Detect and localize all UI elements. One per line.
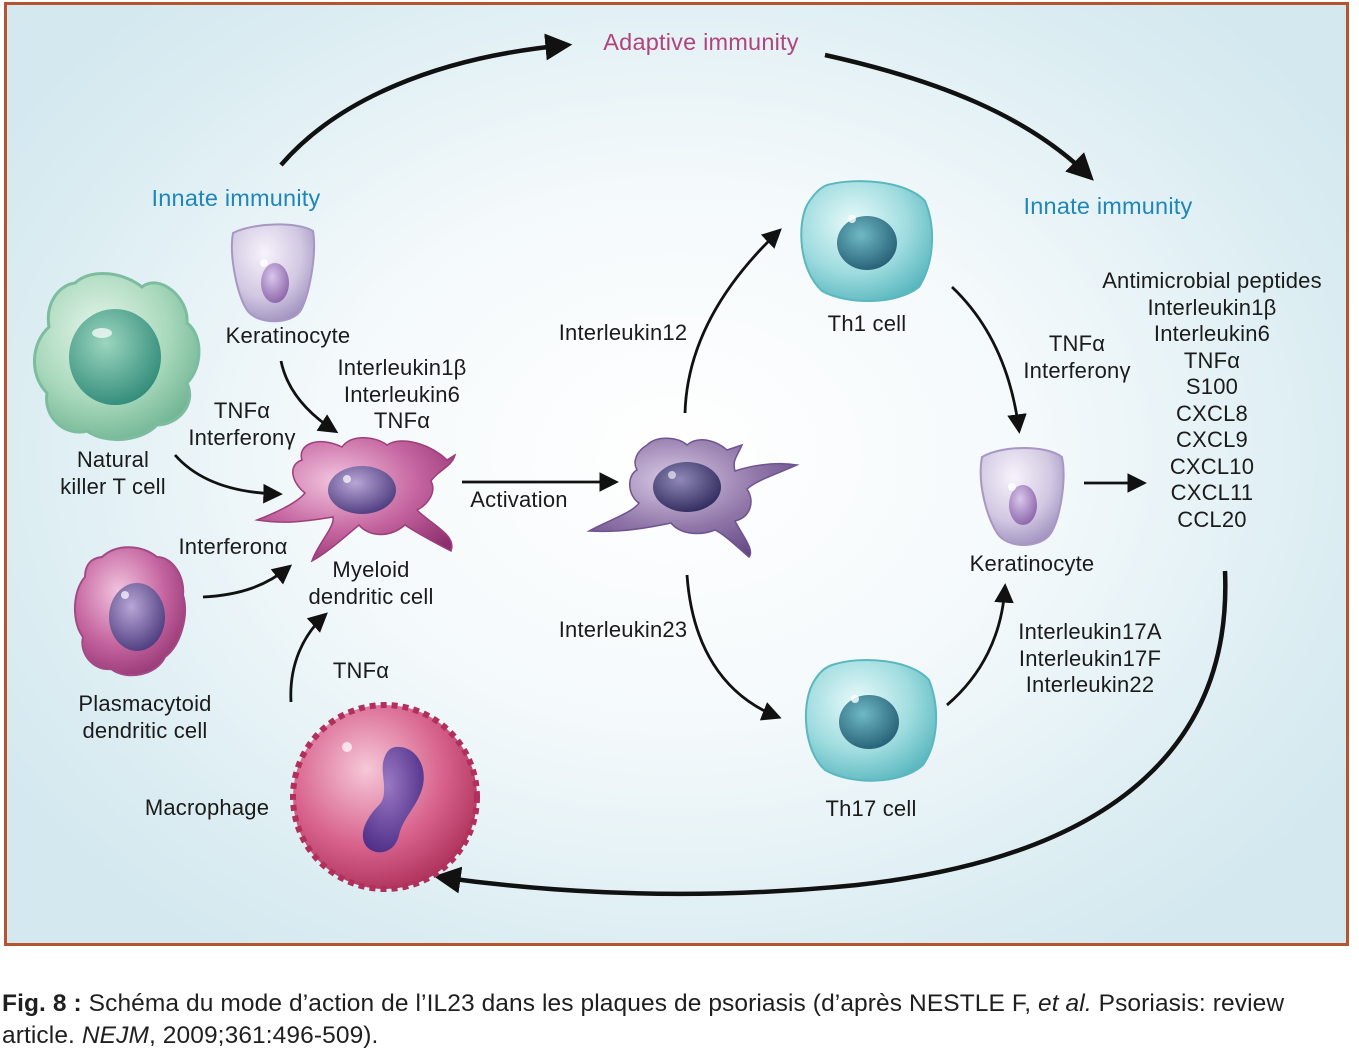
label-line: Interferonγ: [188, 424, 296, 450]
interleukin12-label: Interleukin12: [558, 320, 688, 345]
mediator-item: Interleukin6: [1153, 321, 1271, 346]
arrow-nk-to-dc: [173, 454, 283, 504]
mediator-item: CCL20: [1177, 506, 1247, 532]
il1b-il6-tnfa-label: Interleukin1β Interleukin6 TNFα: [338, 355, 467, 435]
arrow-to-th17: [685, 574, 782, 721]
arrow-keratinocyte-to-dc: [279, 360, 339, 434]
myeloid-dendritic-cell-label: Myeloid dendritic cell: [308, 557, 433, 610]
label-line: Interleukin17A: [1018, 619, 1162, 644]
label-line: Interleukin17F: [1018, 645, 1162, 671]
label-line: TNFα: [373, 408, 431, 433]
diagram-artwork: [33, 33, 1228, 897]
label-line: TNFα: [1048, 331, 1106, 356]
interleukin23-label: Interleukin23: [558, 617, 688, 642]
keratinocyte-right-cell: [979, 447, 1065, 546]
label-line: Interleukin1β: [337, 355, 467, 380]
adaptive-immunity-label: Adaptive immunity: [603, 29, 799, 55]
label-line: TNFα: [213, 398, 271, 423]
arrow-th1-to-keratinocyte: [951, 285, 1027, 434]
label-line: dendritic cell: [308, 583, 434, 609]
mediator-item: CXCL11: [1170, 480, 1254, 505]
label-line: killer T cell: [60, 473, 166, 499]
label-line: Myeloid: [332, 557, 410, 582]
mediator-item: CXCL8: [1176, 400, 1248, 426]
keratinocyte-right-label: Keratinocyte: [969, 551, 1095, 576]
arrow-innate-to-adaptive: [279, 33, 573, 167]
tnfa-ifng-right-label: TNFα Interferonγ: [1023, 331, 1130, 384]
th17-cell-label: Th17 cell: [825, 796, 917, 821]
macrophage-cell: [290, 702, 480, 892]
caption-text: Psoriasis: review article.: [2, 990, 1285, 1049]
label-line: Interleukin22: [1025, 672, 1155, 697]
diagram-frame: Adaptive immunity Innate immunity Innate…: [4, 2, 1349, 946]
mediator-item: CXCL9: [1176, 427, 1248, 452]
label-line: Natural: [76, 447, 150, 472]
mediator-item: S100: [1185, 374, 1239, 399]
myeloid-dendritic-cell: [254, 437, 457, 563]
caption-journal: NEJM: [81, 1022, 149, 1049]
arrow-pdc-to-dc: [202, 564, 293, 599]
figure-caption: Fig. 8 : Schéma du mode d’action de l’IL…: [2, 988, 1354, 1052]
macrophage-label: Macrophage: [144, 795, 270, 820]
th17-cell: [804, 659, 938, 782]
innate-immunity-right-label: Innate immunity: [1023, 193, 1193, 219]
arrow-to-th1: [683, 228, 782, 414]
mediator-item: Antimicrobial peptides: [1102, 268, 1322, 293]
il17-il22-label: Interleukin17A Interleukin17F Interleuki…: [1018, 619, 1161, 699]
tnfa-ifng-left-label: TNFα Interferonγ: [188, 398, 295, 451]
keratinocyte-top-label: Keratinocyte: [225, 323, 351, 348]
mediator-item: CXCL10: [1169, 453, 1255, 479]
arrow-adaptive-to-innate: [824, 52, 1094, 181]
th1-cell: [800, 180, 934, 303]
activated-dendritic-cell: [586, 437, 800, 559]
keratinocyte-top-cell: [230, 223, 316, 323]
caption-text: Schéma du mode d’action de l’IL23 dans l…: [81, 990, 1039, 1017]
plasmacytoid-dendritic-cell-label: Plasmacytoid dendritic cell: [78, 691, 211, 744]
figure-number: Fig. 8 :: [2, 990, 82, 1017]
label-line: Interleukin6: [343, 381, 461, 407]
mediator-item: TNFα: [1183, 347, 1241, 373]
mediators-list: Antimicrobial peptides Interleukin1β Int…: [1102, 268, 1322, 533]
caption-etal: et al.: [1038, 990, 1092, 1017]
interferon-alpha-label: Interferonα: [178, 534, 288, 559]
th1-cell-label: Th1 cell: [827, 311, 907, 336]
nk-t-cell: [33, 271, 201, 442]
plasmacytoid-dendritic-cell: [73, 546, 186, 677]
label-line: dendritic cell: [82, 717, 208, 743]
activation-label: Activation: [470, 487, 568, 512]
arrow-return-to-macrophage: [433, 570, 1228, 897]
tnfa-macrophage-label: TNFα: [332, 658, 390, 683]
innate-immunity-left-label: Innate immunity: [151, 185, 321, 211]
natural-killer-t-cell-label: Natural killer T cell: [60, 447, 166, 500]
arrow-macrophage-to-dc: [289, 612, 328, 703]
label-line: Plasmacytoid: [78, 691, 212, 716]
arrow-th17-to-keratinocyte: [946, 583, 1014, 707]
mediator-item: Interleukin1β: [1147, 294, 1277, 320]
caption-text: , 2009;361:496-509).: [148, 1022, 379, 1049]
label-line: Interferonγ: [1023, 357, 1131, 383]
